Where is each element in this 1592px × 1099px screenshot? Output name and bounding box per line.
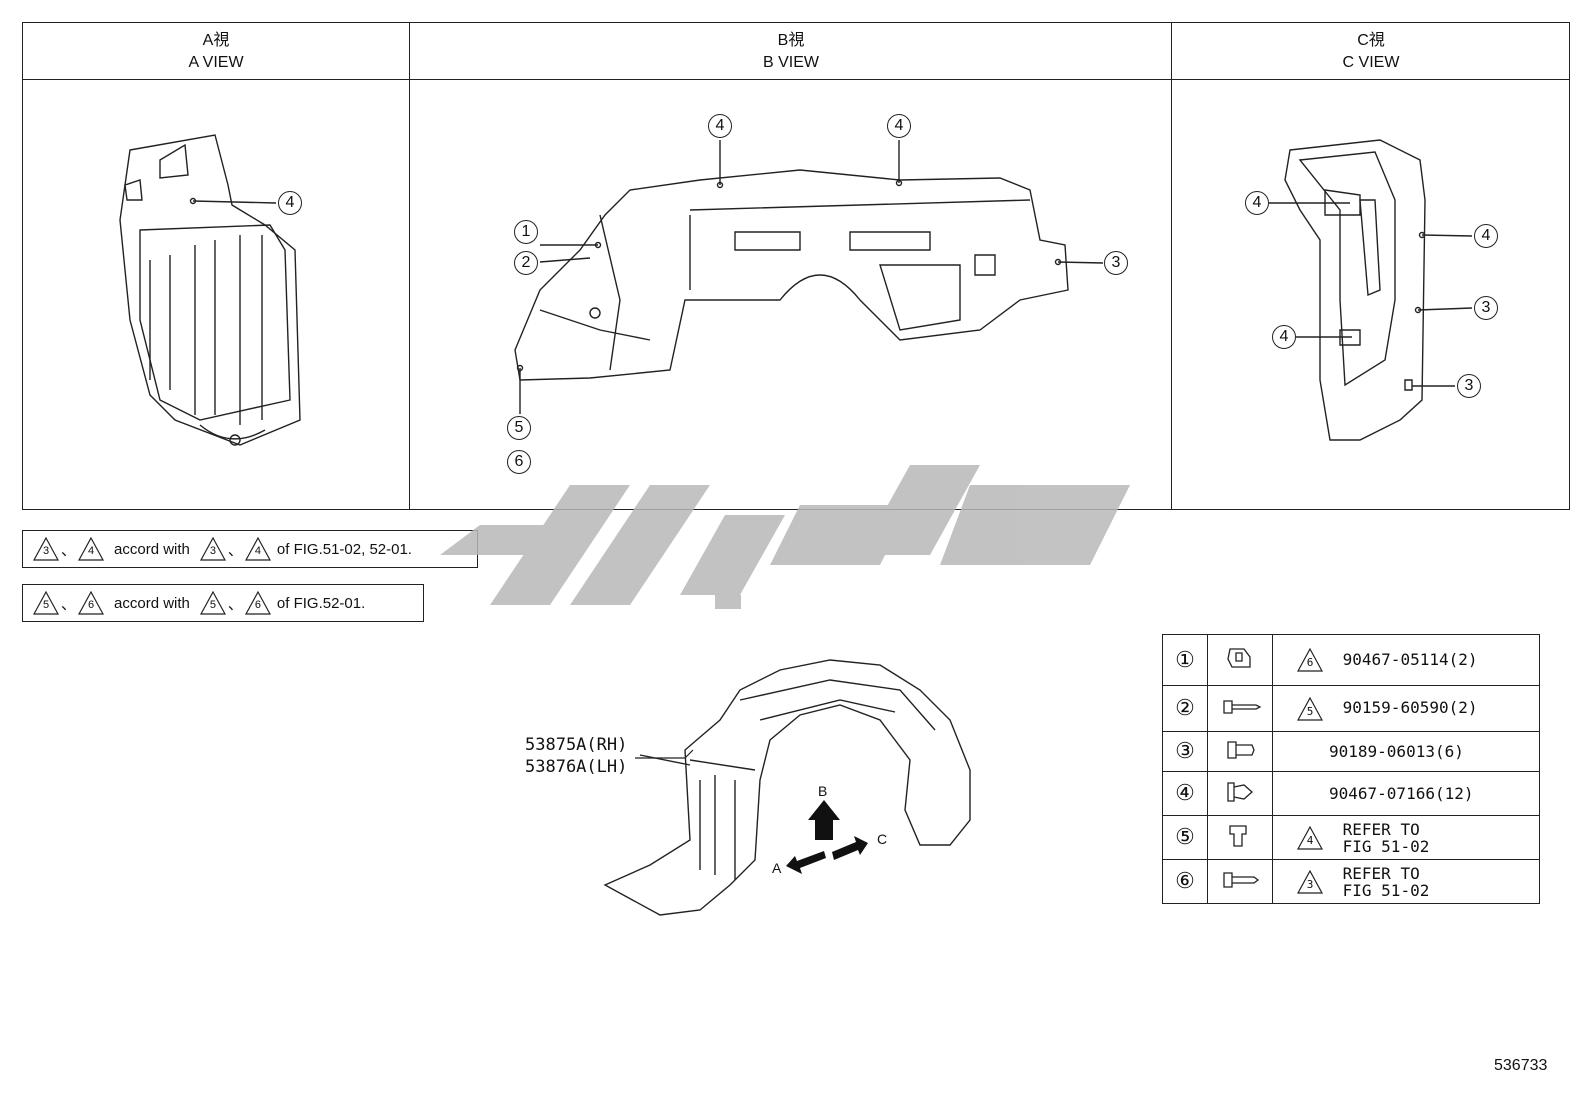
view-a-header: A視 A VIEW bbox=[22, 22, 410, 80]
arrow-c-icon bbox=[832, 836, 868, 860]
callout-b-4: 4 bbox=[708, 114, 732, 138]
separator: 、 bbox=[227, 541, 243, 559]
direction-b-label: B bbox=[818, 783, 828, 799]
callout-c-4: 4 bbox=[1272, 325, 1296, 349]
row-number: ② bbox=[1162, 685, 1208, 732]
part-number: 90467-07166(12) bbox=[1272, 771, 1540, 816]
refer-line: FIG 51-02 bbox=[1342, 880, 1430, 900]
table-row: ⑥ 3 REFER TO FIG 51-02 bbox=[1162, 859, 1540, 904]
row-number: ④ bbox=[1162, 771, 1208, 816]
triangle-icon: 4 bbox=[244, 537, 271, 561]
callout-b-2: 2 bbox=[514, 251, 538, 275]
separator: 、 bbox=[61, 595, 77, 613]
direction-c-label: C bbox=[877, 831, 888, 847]
screw-icon bbox=[1207, 685, 1273, 732]
arrow-a-icon bbox=[786, 851, 826, 874]
separator: 、 bbox=[61, 541, 77, 559]
triangle-icon: 6 bbox=[244, 591, 271, 615]
table-row: ② 5 90159-60590(2) bbox=[1162, 685, 1540, 732]
triangle-icon: 5 bbox=[33, 591, 59, 615]
main-liner-drawing bbox=[603, 659, 971, 916]
view-divider bbox=[1171, 22, 1172, 510]
callout-leaders bbox=[192, 140, 1473, 414]
callout-b-4: 4 bbox=[887, 114, 911, 138]
callout-b-5: 5 bbox=[507, 416, 531, 440]
callout-b-3: 3 bbox=[1104, 251, 1128, 275]
separator: 、 bbox=[227, 595, 243, 613]
view-b-title: B視 bbox=[777, 32, 805, 49]
push-clip-icon bbox=[1207, 771, 1273, 816]
part-label: 53875A(RH) 53876A(LH) bbox=[525, 734, 627, 778]
triangle-icon: 6 bbox=[78, 591, 105, 615]
view-a-title: A視 bbox=[202, 32, 230, 49]
parts-table: ① 6 90467-05114(2) ② 5 90159-60590(2) ③ … bbox=[1162, 634, 1540, 904]
note-text: of FIG.51-02, 52-01. bbox=[276, 540, 412, 558]
part-cell: 6 90467-05114(2) bbox=[1272, 634, 1540, 686]
a-view-liner-drawing bbox=[119, 134, 301, 446]
c-view-liner-drawing bbox=[1284, 139, 1426, 441]
bolt-icon bbox=[1207, 859, 1273, 904]
part-cell: 5 90159-60590(2) bbox=[1272, 685, 1540, 732]
note-row: 3 、 4 accord with 3 、 4 of FIG.51-02, 52… bbox=[22, 530, 478, 568]
note-text: accord with bbox=[114, 594, 190, 612]
table-row: ④ 90467-07166(12) bbox=[1162, 771, 1540, 816]
triangle-icon: 3 bbox=[199, 537, 226, 561]
view-b-header: B視 B VIEW bbox=[410, 22, 1172, 80]
view-c-title: C視 bbox=[1357, 32, 1385, 49]
callout-c-4: 4 bbox=[1245, 191, 1269, 215]
row-number: ① bbox=[1162, 634, 1208, 686]
triangle-icon: 3 bbox=[33, 537, 59, 561]
triangle-icon: 3 bbox=[1297, 869, 1323, 894]
table-row: ③ 90189-06013(6) bbox=[1162, 731, 1540, 772]
b-view-liner-drawing bbox=[514, 169, 1069, 381]
view-divider bbox=[409, 22, 410, 510]
triangle-icon: 4 bbox=[78, 537, 105, 561]
view-c-subtitle: C VIEW bbox=[1342, 54, 1400, 71]
callout-b-1: 1 bbox=[514, 220, 538, 244]
refer-line: REFER TO bbox=[1342, 863, 1420, 883]
grommet-icon bbox=[1207, 731, 1273, 772]
callout-c-3: 3 bbox=[1474, 296, 1498, 320]
note-row: 5 、 6 accord with 5 、 6 of FIG.52-01. bbox=[22, 584, 424, 622]
direction-a-label: A bbox=[772, 860, 782, 876]
table-row: ⑤ 4 REFER TO FIG 51-02 bbox=[1162, 815, 1540, 860]
refer-line: REFER TO bbox=[1342, 819, 1420, 839]
triangle-icon: 4 bbox=[1297, 825, 1323, 850]
clip-icon bbox=[1207, 815, 1273, 860]
refer-line: FIG 51-02 bbox=[1342, 836, 1430, 856]
view-b-subtitle: B VIEW bbox=[762, 54, 819, 71]
part-label-rh: 53875A(RH) bbox=[525, 735, 628, 755]
part-number: 90159-60590(2) bbox=[1342, 698, 1478, 717]
view-a-subtitle: A VIEW bbox=[188, 54, 244, 71]
table-row: ① 6 90467-05114(2) bbox=[1162, 634, 1540, 686]
callout-c-3: 3 bbox=[1457, 374, 1481, 398]
watermark-logo bbox=[440, 465, 1130, 609]
part-number: 90467-05114(2) bbox=[1342, 649, 1478, 669]
part-label-lh: 53876A(LH) bbox=[525, 757, 628, 777]
callout-b-6: 6 bbox=[507, 450, 531, 474]
part-cell: 3 REFER TO FIG 51-02 bbox=[1272, 859, 1540, 904]
triangle-icon: 5 bbox=[199, 591, 226, 615]
triangle-icon: 5 bbox=[1297, 696, 1323, 721]
arrow-b-icon bbox=[808, 800, 840, 840]
views-frame bbox=[22, 22, 1570, 510]
row-number: ③ bbox=[1162, 731, 1208, 772]
part-leader bbox=[635, 749, 694, 759]
refer-text: REFER TO FIG 51-02 bbox=[1343, 821, 1430, 855]
part-cell: 4 REFER TO FIG 51-02 bbox=[1272, 815, 1540, 860]
refer-text: REFER TO FIG 51-02 bbox=[1343, 865, 1430, 899]
part-number: 90189-06013(6) bbox=[1272, 731, 1540, 772]
clip-nut-icon bbox=[1207, 634, 1273, 686]
figure-number: 536733 bbox=[1494, 1057, 1548, 1074]
triangle-icon: 6 bbox=[1297, 648, 1323, 672]
direction-arrows bbox=[786, 800, 868, 874]
row-number: ⑤ bbox=[1162, 815, 1208, 860]
view-c-header: C視 C VIEW bbox=[1172, 22, 1570, 80]
callout-c-4: 4 bbox=[1474, 224, 1498, 248]
note-text: of FIG.52-01. bbox=[276, 594, 366, 612]
callout-a-4: 4 bbox=[278, 191, 302, 215]
row-number: ⑥ bbox=[1162, 859, 1208, 904]
note-text: accord with bbox=[114, 540, 190, 558]
